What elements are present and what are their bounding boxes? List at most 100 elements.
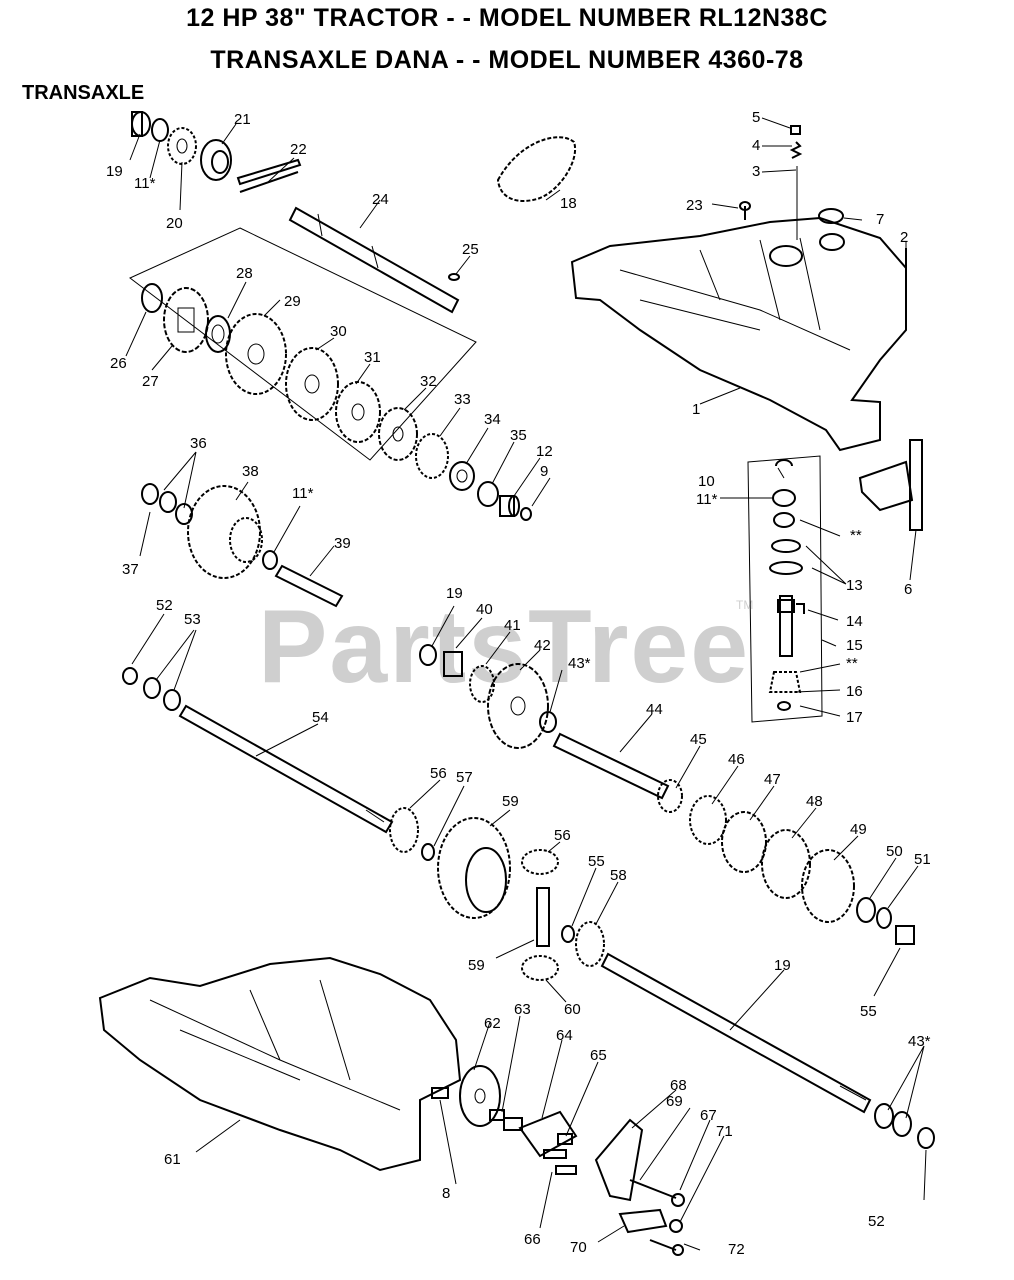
- part-46-gear[interactable]: [689, 795, 727, 845]
- part-51-washer[interactable]: [876, 907, 892, 929]
- part-56-washer[interactable]: [421, 843, 435, 861]
- part-29-gear[interactable]: [225, 313, 287, 395]
- callout-label: 10: [698, 473, 715, 490]
- part-47-gear[interactable]: [721, 811, 767, 873]
- part-21-bearing[interactable]: [200, 139, 232, 181]
- callout-label: 54: [312, 709, 329, 726]
- part-6-shift-lever[interactable]: [858, 439, 923, 531]
- part-8-puck[interactable]: [431, 1087, 505, 1121]
- callout-label: 32: [420, 373, 437, 390]
- part-54-axle[interactable]: [178, 704, 394, 834]
- part-14-key[interactable]: [796, 603, 805, 614]
- callout-label: 15: [846, 637, 863, 654]
- part-57-ring-gear[interactable]: [437, 817, 511, 919]
- callout-label: 18: [560, 195, 577, 212]
- part-30-gear[interactable]: [285, 347, 339, 421]
- part-66-pins[interactable]: [543, 1149, 577, 1175]
- callout-label: 12: [536, 443, 553, 460]
- part-58-cross-shaft[interactable]: [536, 887, 550, 947]
- part-44-shaft[interactable]: [552, 732, 670, 800]
- part-19-bushing-3[interactable]: [895, 925, 915, 945]
- part-42-brake-disc-gear[interactable]: [487, 663, 549, 749]
- part-12-bushing[interactable]: [499, 495, 520, 517]
- part-15-shift-shaft[interactable]: [777, 595, 795, 657]
- part-56-washer-2[interactable]: [561, 925, 575, 943]
- callout-label: 52: [156, 597, 173, 614]
- part-41-sprocket[interactable]: [469, 665, 495, 703]
- page-title-line-1: 12 HP 38" TRACTOR - - MODEL NUMBER RL12N…: [186, 4, 828, 32]
- part-1-upper-housing[interactable]: [570, 216, 907, 452]
- part-49-gear[interactable]: [801, 849, 855, 923]
- callout-label: **: [850, 527, 862, 544]
- part-52-ring[interactable]: [122, 667, 138, 685]
- part-55-bevel-gear[interactable]: [389, 807, 419, 853]
- part-63-pad[interactable]: [503, 1117, 523, 1131]
- part-24-input-shaft[interactable]: [288, 206, 460, 314]
- part-31-gear[interactable]: [335, 381, 381, 443]
- part-34-bearing[interactable]: [449, 461, 475, 491]
- part-bearing-stack[interactable]: [769, 512, 803, 575]
- part-7-plug[interactable]: [818, 208, 844, 224]
- part-36-washers[interactable]: [141, 483, 193, 525]
- part-20-gear[interactable]: [167, 127, 197, 165]
- part-60-axle[interactable]: [600, 952, 872, 1114]
- part-9-ring[interactable]: [520, 507, 532, 521]
- part-67-bolt[interactable]: [629, 1179, 685, 1207]
- part-33-gear[interactable]: [415, 433, 449, 479]
- part-70-bracket[interactable]: [618, 1208, 668, 1234]
- callout-label: 55: [860, 1003, 877, 1020]
- part-43-washer[interactable]: [539, 711, 557, 733]
- part-16-pinion[interactable]: [768, 671, 802, 693]
- part-5-cap[interactable]: [790, 125, 801, 135]
- callout-label: 13: [846, 577, 863, 594]
- part-59-pinion-upper[interactable]: [521, 849, 559, 875]
- callout-label: 69: [666, 1093, 683, 1110]
- parts-drawing: [98, 111, 935, 1256]
- part-26-snap-ring[interactable]: [141, 283, 163, 313]
- part-52-ring-2[interactable]: [917, 1127, 935, 1149]
- part-19-bushing-2[interactable]: [419, 644, 437, 666]
- part-32-gear[interactable]: [378, 407, 418, 461]
- part-43-washers-2[interactable]: [874, 1103, 912, 1137]
- part-17-washer[interactable]: [777, 701, 791, 711]
- part-68-brake-lever[interactable]: [594, 1118, 644, 1202]
- part-72-bolt[interactable]: [649, 1239, 684, 1256]
- callout-label: 65: [590, 1047, 607, 1064]
- part-11-washer[interactable]: [151, 118, 169, 142]
- callout-label: 3: [752, 163, 760, 180]
- part-27-sprocket[interactable]: [163, 287, 209, 353]
- part-55-bevel-gear-2[interactable]: [575, 921, 605, 967]
- part-19-bushing[interactable]: [131, 111, 151, 137]
- part-40-bearing[interactable]: [443, 651, 463, 677]
- part-4-spring[interactable]: [789, 141, 803, 159]
- part-28-bearing[interactable]: [205, 315, 231, 353]
- part-62-brake-disc[interactable]: [459, 1065, 501, 1127]
- callout-label: 5: [752, 109, 760, 126]
- part-23-bolt[interactable]: [739, 201, 751, 220]
- callout-label: 28: [236, 265, 253, 282]
- part-48-gear[interactable]: [761, 829, 811, 899]
- part-35-washer[interactable]: [477, 481, 499, 507]
- part-64-caliper[interactable]: [518, 1110, 578, 1158]
- callout-label: 20: [166, 215, 183, 232]
- part-11-bearing-upper[interactable]: [772, 489, 796, 507]
- callout-label: 59: [502, 793, 519, 810]
- part-11-washer-2[interactable]: [262, 550, 278, 570]
- part-53-washers[interactable]: [143, 677, 181, 711]
- part-38-cluster-gear[interactable]: [187, 485, 263, 579]
- part-65-pin[interactable]: [557, 1133, 573, 1145]
- part-59-pinion-lower[interactable]: [521, 955, 559, 981]
- callout-label: 39: [334, 535, 351, 552]
- part-71-nut[interactable]: [669, 1219, 683, 1233]
- part-10-snap-ring[interactable]: [775, 459, 793, 467]
- part-61-lower-housing[interactable]: [98, 956, 462, 1172]
- callout-label: 25: [462, 241, 479, 258]
- part-22-key[interactable]: [236, 158, 302, 193]
- part-45-gear[interactable]: [657, 779, 683, 813]
- callout-label: 55: [588, 853, 605, 870]
- part-18-chain[interactable]: [496, 136, 577, 202]
- part-50-bearing[interactable]: [856, 897, 876, 923]
- part-39-shaft[interactable]: [274, 564, 344, 608]
- part-25-key[interactable]: [448, 273, 460, 281]
- watermark-trademark: TM: [736, 598, 754, 612]
